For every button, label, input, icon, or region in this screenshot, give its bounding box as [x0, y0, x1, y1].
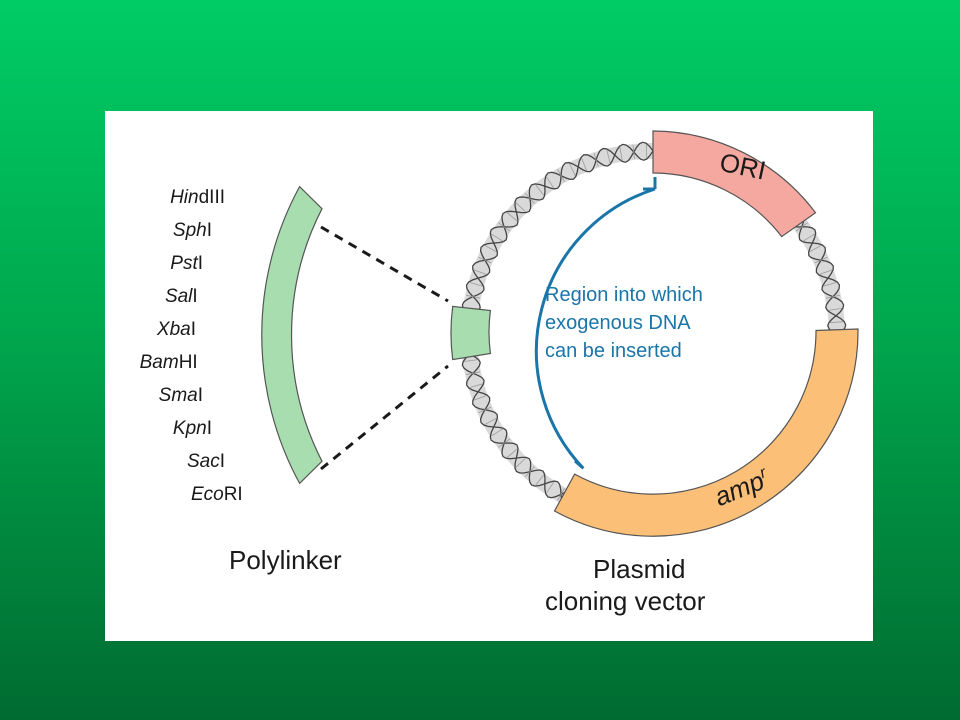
dna-rung — [524, 192, 535, 204]
dna-rung — [568, 163, 576, 177]
insertion-region-line-3: can be inserted — [545, 340, 682, 362]
dna-rung — [828, 308, 843, 311]
enzyme-label: EcoRI — [191, 484, 243, 505]
enzyme-label: SphI — [173, 220, 212, 241]
plasmid-caption: Plasmid cloning vector — [545, 554, 706, 616]
dna-rung — [490, 428, 504, 437]
dna-rung — [632, 144, 635, 160]
dna-rung — [498, 222, 511, 232]
dna-rung — [645, 144, 648, 159]
dna-rung — [506, 211, 518, 222]
plasmid-caption-line-2: cloning vector — [545, 586, 706, 616]
dna-rung — [473, 395, 487, 401]
dna-rung — [593, 153, 599, 167]
dna-rung — [515, 457, 526, 468]
restriction-enzyme-list: HindIII SphI PstI SalI XbaI BamHI SmaI KpnI SacI… — [140, 187, 243, 505]
dna-rung — [498, 438, 511, 448]
dna-rung — [466, 371, 480, 376]
dna-rung — [466, 294, 480, 299]
polylinker-arc — [261, 185, 323, 485]
dna-rung — [463, 359, 478, 362]
plasmid-caption-line-1: Plasmid — [593, 554, 685, 584]
ori-segment — [652, 130, 817, 238]
enzyme-label: SalI — [165, 286, 198, 307]
enzyme-label: SmaI — [159, 385, 203, 406]
dna-rung — [826, 294, 840, 299]
dna-rung — [524, 466, 535, 478]
polylinker-caption: Polylinker — [229, 545, 342, 575]
enzyme-label: KpnI — [173, 418, 212, 439]
dna-rung — [809, 244, 822, 253]
dna-rung — [478, 406, 492, 414]
dna-rung — [802, 233, 816, 242]
dna-rung — [484, 244, 497, 253]
dna-rung — [490, 233, 504, 242]
dna-rung — [515, 202, 526, 213]
dna-rung — [506, 448, 518, 459]
connector-line-bottom — [320, 364, 449, 471]
dna-rung — [535, 474, 545, 486]
dna-rung — [795, 222, 808, 232]
dna-rung — [478, 256, 492, 264]
insertion-region-line-2: exogenous DNA — [545, 312, 691, 334]
dna-rung — [469, 383, 484, 388]
dna-rung — [557, 488, 565, 501]
dna-rung — [829, 321, 844, 324]
enzyme-label: SacI — [187, 451, 225, 472]
dna-rung — [484, 417, 497, 426]
dna-rung — [535, 184, 545, 196]
plasmid-diagram: ORI ampr Region into which exogenous DNA… — [140, 130, 859, 616]
dna-rung — [473, 269, 487, 275]
dna-rung — [822, 282, 837, 287]
dna-rung — [545, 481, 555, 494]
dna-rung — [469, 282, 484, 287]
dna-rung — [557, 169, 565, 182]
insertion-region-text: Region into which exogenous DNA can be i… — [545, 284, 708, 362]
ampr-segment — [553, 328, 859, 537]
insertion-region-arc-bracket — [643, 177, 657, 191]
dna-rung — [619, 146, 623, 161]
enzyme-label: BamHI — [140, 352, 198, 373]
dna-rung — [814, 256, 828, 264]
dna-rung — [606, 149, 611, 164]
plasmid-polylinker-segment — [450, 305, 492, 361]
figure-panel: ORI ampr Region into which exogenous DNA… — [105, 111, 873, 641]
dna-rung — [545, 176, 555, 189]
enzyme-label: XbaI — [156, 319, 196, 340]
enzyme-label: HindIII — [170, 187, 225, 208]
connector-line-top — [320, 225, 449, 303]
enzyme-label: PstI — [170, 253, 203, 274]
dna-rung — [581, 157, 588, 172]
dna-rung — [819, 269, 833, 275]
insertion-region-line-1: Region into which — [545, 284, 703, 306]
